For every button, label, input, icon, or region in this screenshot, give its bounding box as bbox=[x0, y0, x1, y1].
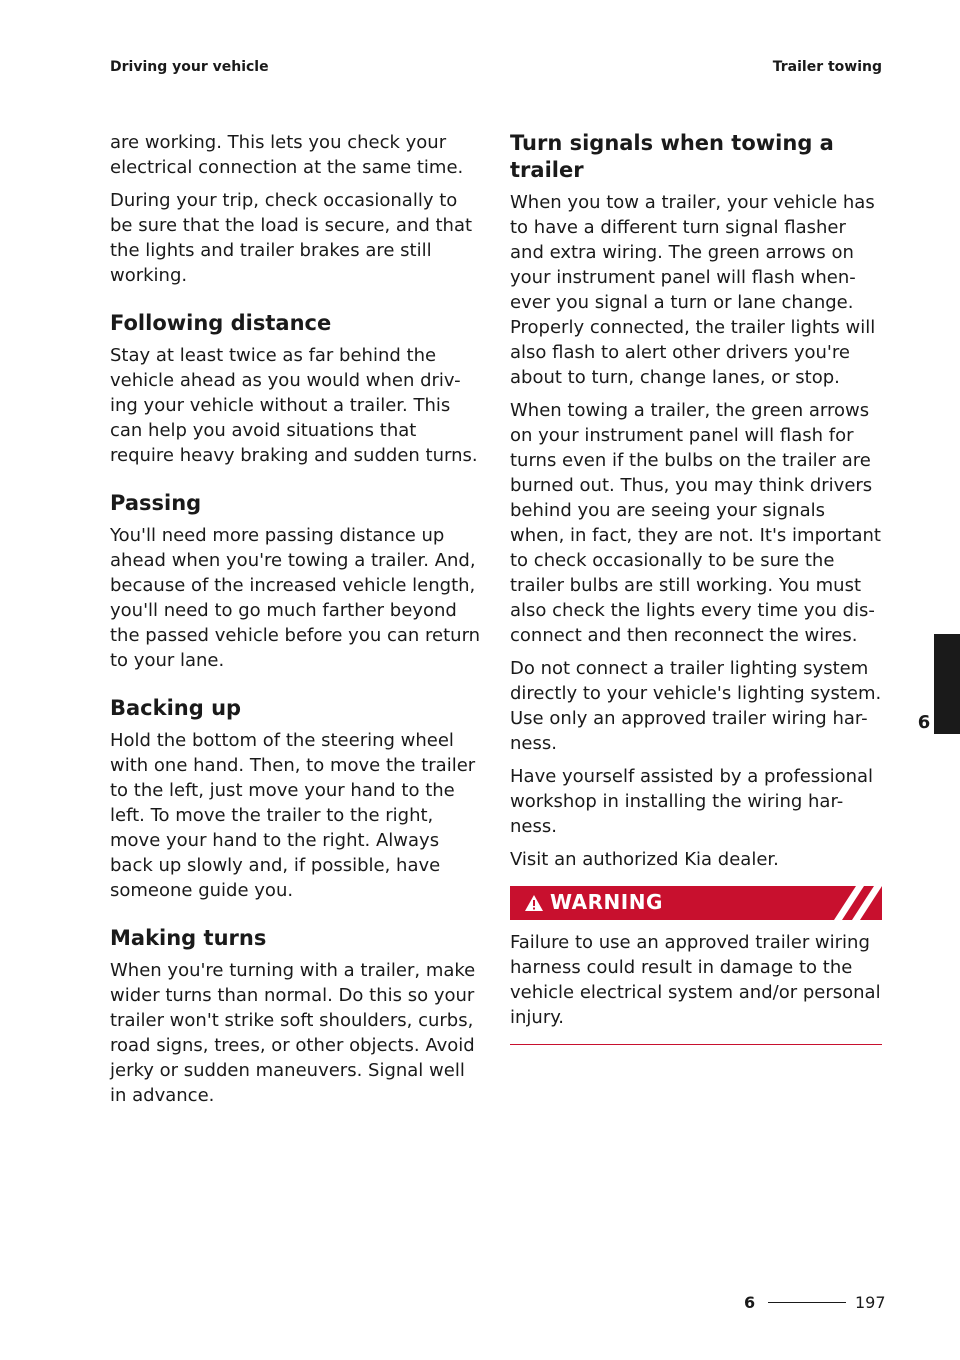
section-heading-passing: Passing bbox=[110, 491, 202, 515]
paragraph: Stay at least twice as far behind the ve… bbox=[110, 345, 478, 466]
section-heading-turn-signals: Turn signals when towing a trailer bbox=[510, 131, 834, 182]
page-number: 197 bbox=[855, 1293, 886, 1312]
paragraph: Hold the bottom of the steering wheel wi… bbox=[110, 730, 476, 901]
paragraph: When you tow a trailer, your vehicle has… bbox=[510, 192, 876, 388]
warning-title: WARNING bbox=[550, 890, 663, 914]
warning-bottom-rule bbox=[510, 1044, 882, 1045]
right-column: Turn signals when towing a trailer When … bbox=[510, 130, 882, 1045]
paragraph: Do not connect a trailer lighting system… bbox=[510, 658, 882, 754]
paragraph: During your trip, check occasionally to … bbox=[110, 190, 473, 286]
chapter-tab bbox=[934, 634, 960, 734]
paragraph: Visit an authorized Kia dealer. bbox=[510, 849, 779, 870]
footer-rule bbox=[768, 1302, 846, 1303]
section-heading-making-turns: Making turns bbox=[110, 926, 267, 950]
section-heading-following-distance: Following distance bbox=[110, 311, 332, 335]
warning-text: Failure to use an approved trailer wirin… bbox=[510, 932, 881, 1028]
paragraph: are working. This lets you check your el… bbox=[110, 132, 464, 178]
left-column: are working. This lets you check your el… bbox=[110, 130, 482, 1116]
warning-slashes-decoration bbox=[834, 886, 882, 920]
warning-triangle-icon bbox=[525, 895, 543, 911]
paragraph: Have yourself assisted by a professional… bbox=[510, 766, 874, 837]
paragraph: You'll need more passing distance up ahe… bbox=[110, 525, 481, 671]
running-header-topic: Trailer towing bbox=[772, 59, 882, 75]
paragraph: When you're turning with a trailer, make… bbox=[110, 960, 476, 1106]
running-header-section: Driving your vehicle bbox=[110, 59, 269, 75]
footer-chapter-number: 6 bbox=[744, 1293, 756, 1312]
section-heading-backing-up: Backing up bbox=[110, 696, 242, 720]
warning-banner: WARNING bbox=[510, 886, 882, 920]
chapter-tab-number: 6 bbox=[917, 712, 931, 733]
paragraph: When towing a trailer, the green arrows … bbox=[510, 400, 881, 646]
